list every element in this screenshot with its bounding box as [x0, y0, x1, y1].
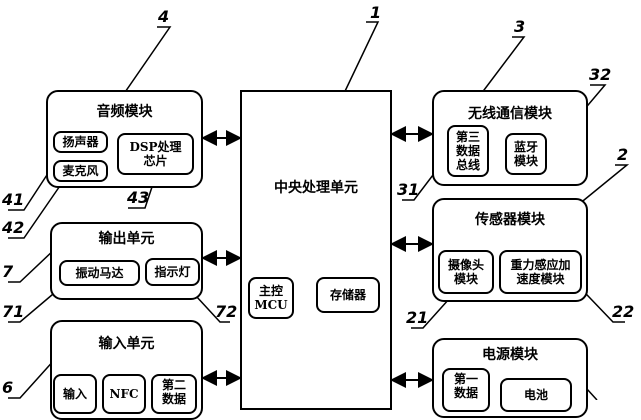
battery-box: 电池 [500, 378, 572, 412]
wireless-module-title: 无线通信模块 [468, 106, 552, 122]
central-unit-title: 中央处理单元 [274, 180, 358, 196]
ref-number-42: 42 [2, 218, 25, 237]
leader-6 [8, 357, 57, 399]
ref-number-1: 1 [370, 3, 382, 22]
ref-number-71: 71 [2, 302, 25, 321]
main-mcu-box: 主控 MCU [248, 277, 294, 319]
ref-number-2: 2 [617, 145, 629, 164]
input-unit-title: 输入单元 [98, 336, 155, 352]
ref-number-4: 4 [158, 7, 170, 26]
microphone-box: 麦克风 [53, 160, 108, 182]
leader-21 [411, 288, 459, 329]
ref-number-41: 41 [2, 190, 25, 209]
first-data-box: 第一 数据 [442, 368, 490, 412]
storage-box: 存储器 [316, 277, 380, 313]
ref-number-7: 7 [2, 262, 14, 281]
leader-4 [120, 26, 172, 99]
speaker-box: 扬声器 [53, 131, 108, 153]
input-key-box: 输入 [53, 374, 97, 414]
leader-42 [8, 179, 65, 239]
output-unit-title: 输出单元 [98, 231, 155, 247]
indicator-light-box: 指示灯 [145, 258, 200, 286]
leader-3 [477, 36, 526, 99]
leader-7 [8, 247, 57, 283]
ref-number-22: 22 [612, 302, 635, 321]
dsp-chip-box: DSP处理 芯片 [117, 133, 194, 175]
leader-72 [195, 295, 230, 323]
ref-number-72: 72 [215, 302, 238, 321]
gravity-acceleration-module-box: 重力感应加 速度模块 [499, 250, 582, 294]
block-diagram: 中央处理单元 主控 MCU 存储器 音频模块 扬声器 麦克风 DSP处理 芯片 … [2, 3, 635, 420]
bluetooth-module-box: 蓝牙 模块 [505, 133, 547, 175]
ref-number-32: 32 [589, 65, 612, 84]
leader-1 [336, 21, 380, 109]
ref-number-3: 3 [514, 17, 526, 36]
nfc-box: NFC [102, 374, 146, 414]
ref-number-31: 31 [397, 180, 420, 199]
vibration-motor-box: 振动马达 [59, 260, 140, 286]
camera-module-box: 摄像头 模块 [438, 250, 494, 294]
ref-number-43: 43 [127, 188, 150, 207]
leader-43 [128, 177, 156, 209]
ref-number-21: 21 [406, 308, 429, 327]
ref-number-6: 6 [2, 378, 14, 397]
central-processing-unit [240, 90, 392, 410]
power-module-title: 电源模块 [482, 347, 538, 363]
audio-module-title: 音频模块 [96, 104, 153, 120]
third-data-bus-box: 第三 数据 总线 [447, 125, 489, 177]
second-data-box: 第二 数据 [151, 374, 197, 414]
sensor-module-title: 传感器模块 [475, 212, 545, 228]
